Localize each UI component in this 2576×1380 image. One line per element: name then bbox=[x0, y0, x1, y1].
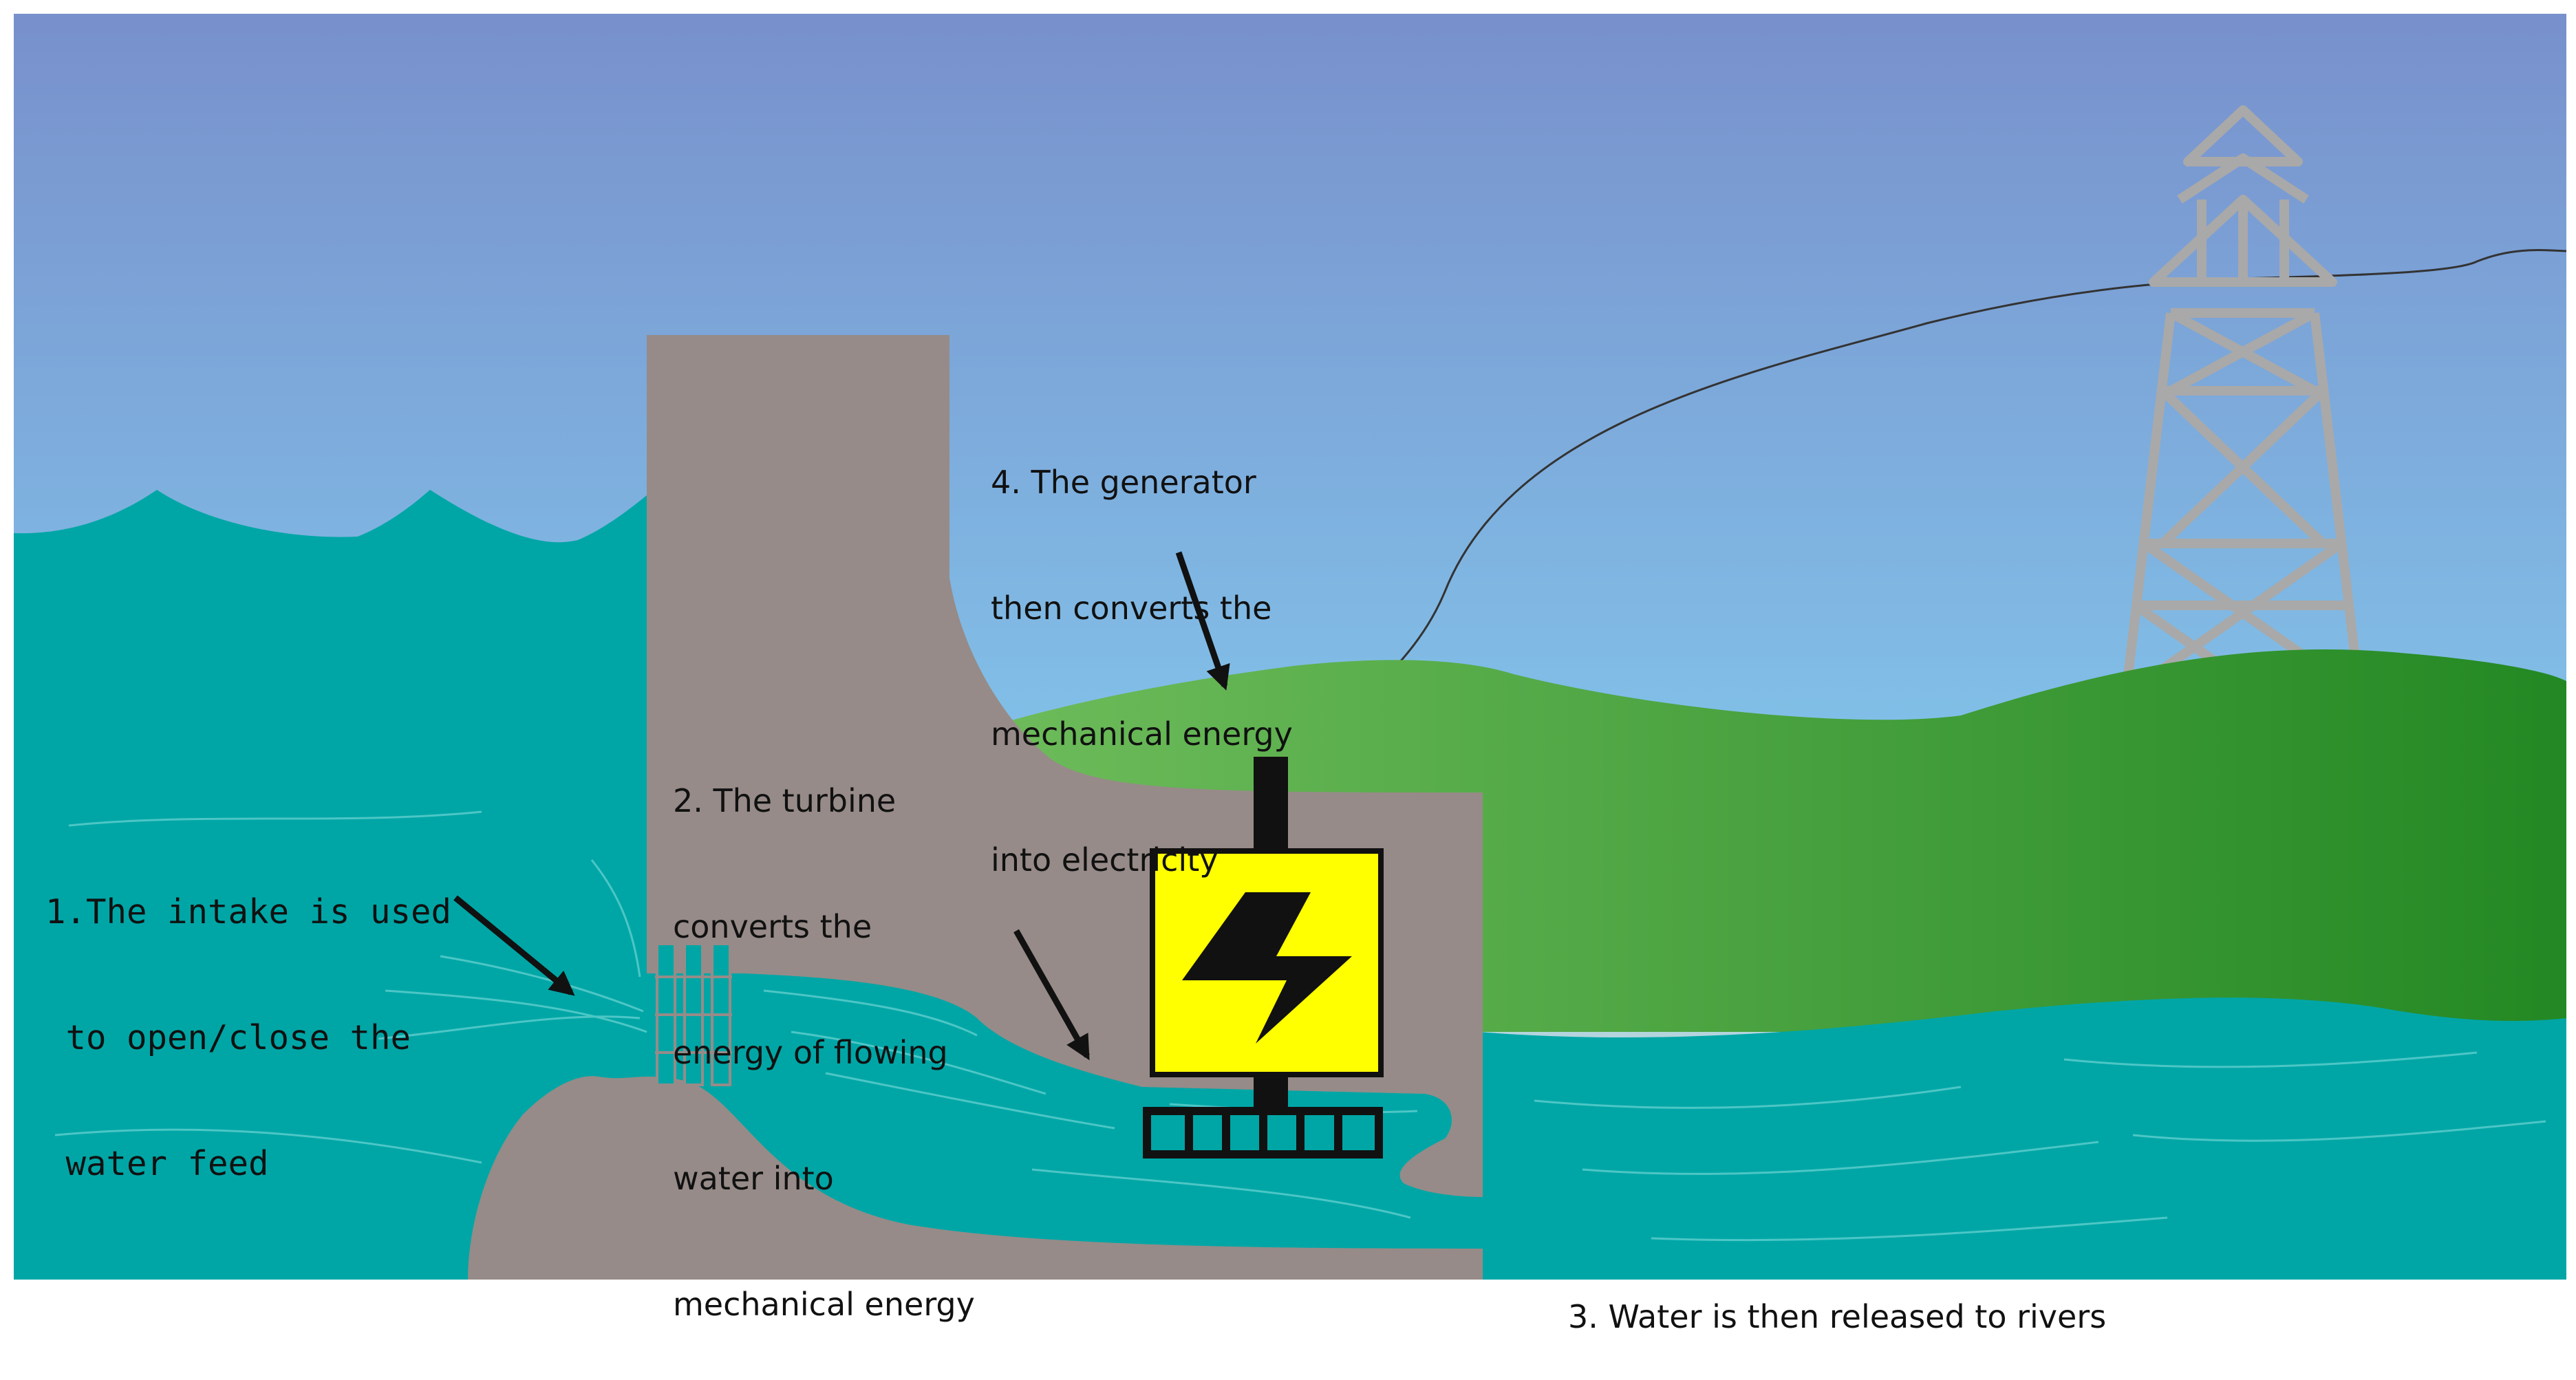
turbine bbox=[1143, 1107, 1383, 1158]
hydroelectric-diagram bbox=[14, 14, 2567, 1280]
reservoir-water bbox=[14, 490, 647, 1280]
intake-label: 1.The intake is used to open/close the w… bbox=[45, 807, 451, 1227]
turbine-label-line: mechanical energy bbox=[673, 1286, 975, 1323]
generator-label-line: 4. The generator bbox=[991, 464, 1256, 501]
intake-label-line: to open/close the bbox=[45, 1018, 411, 1057]
generator bbox=[1150, 757, 1384, 1114]
generator-label: 4. The generator then converts the mecha… bbox=[991, 378, 1293, 923]
turbine-label-line: converts the bbox=[673, 908, 872, 945]
intake-label-line: 1.The intake is used bbox=[45, 892, 452, 931]
water-flow-lines bbox=[54, 810, 2546, 1242]
generator-arrow bbox=[1175, 551, 1230, 691]
intake-label-line: water feed bbox=[45, 1144, 269, 1183]
intake-arrow bbox=[453, 895, 575, 996]
power-line bbox=[1269, 249, 2567, 758]
lightning-bolt-icon bbox=[1182, 892, 1352, 1044]
turbine-label-line: energy of flowing bbox=[673, 1034, 948, 1071]
generator-label-line: mechanical energy bbox=[991, 715, 1293, 753]
turbine-arrow bbox=[1013, 929, 1090, 1061]
turbine-label-line: water into bbox=[673, 1160, 834, 1197]
generator-shaft-top bbox=[1254, 757, 1288, 853]
turbine-label-line: 2. The turbine bbox=[673, 782, 897, 819]
release-label: 3. Water is then released to rivers bbox=[1568, 1212, 2106, 1380]
turbine-label: 2. The turbine converts the energy of fl… bbox=[673, 696, 975, 1368]
generator-label-line: into electricity bbox=[991, 841, 1219, 878]
release-label-line: 3. Water is then released to rivers bbox=[1568, 1298, 2107, 1335]
intake-gate bbox=[655, 942, 732, 1086]
generator-label-line: then converts the bbox=[991, 590, 1272, 627]
river bbox=[1479, 998, 2566, 1280]
